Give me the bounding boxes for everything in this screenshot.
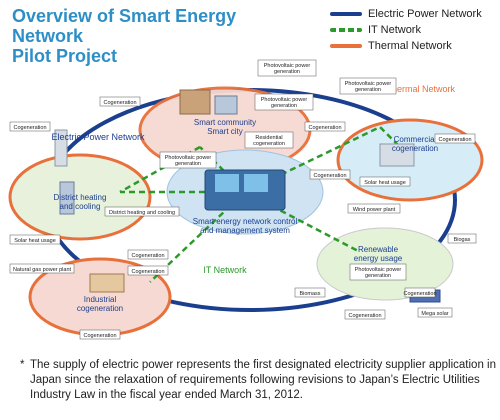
legend-item-it: IT Network [330, 22, 498, 38]
tag-pv-2-line2: generation [271, 103, 297, 109]
monitor-2 [244, 174, 268, 192]
tag-cogen-3: Cogeneration [308, 125, 341, 131]
district-heating-area [8, 153, 152, 241]
tag-cogen-10: Cogeneration [348, 313, 381, 319]
tag-cogen-9: Cogeneration [403, 291, 436, 297]
control-system-label-2: and management system [200, 226, 290, 235]
tag-mega-solar: Mega solar [421, 311, 448, 317]
building-district [59, 181, 75, 215]
it-swatch [330, 28, 362, 32]
legend: Electric Power Network IT Network Therma… [330, 6, 498, 54]
factory-industrial [89, 273, 125, 293]
smart-community-label-1: Smart community [194, 118, 256, 127]
legend-label-it: IT Network [368, 24, 421, 36]
building-smart-city-2 [214, 95, 238, 115]
tag-solar-heat-2: Solar heat usage [14, 238, 56, 244]
tag-pv-5-line2: generation [365, 273, 391, 279]
industrial-label-1: Industrial [84, 295, 117, 304]
footnote: * The supply of electric power represent… [20, 358, 496, 403]
footnote-star: * [20, 359, 25, 371]
tag-cogen-6: Cogeneration [131, 253, 164, 259]
title-line-2: Pilot Project [12, 46, 118, 66]
title-line-1: Overview of Smart Energy Network [12, 6, 237, 46]
tag-pv-1-line2: generation [274, 69, 300, 75]
tag-biomass: Biomass [299, 291, 320, 297]
thermal-network-label: Thermal Network [386, 84, 455, 94]
renewable-label-1: Renewable [358, 245, 399, 254]
tag-cogen-8: Cogeneration [83, 333, 116, 339]
tag-cogen-4: Cogeneration [438, 137, 471, 143]
tag-biogas: Biogas [454, 237, 471, 243]
tag-natural-gas: Natural gas power plant [13, 267, 72, 273]
network-diagram: Thermal Network Electric Power Network I… [8, 59, 484, 340]
tag-pv-3-line2: generation [175, 161, 201, 167]
building-smart-city [179, 89, 211, 115]
it-network-label: IT Network [203, 265, 247, 275]
control-system-label-1: Smart energy network control [193, 217, 298, 226]
tag-pv-5-line1: Photovoltaic power [355, 267, 402, 273]
district-heating-label-1: District heating [54, 193, 107, 202]
district-heating-label-2: and cooling [60, 202, 101, 211]
tag-pv-4-line2: generation [355, 87, 381, 93]
footnote-text: The supply of electric power represents … [30, 359, 496, 401]
tags: Photovoltaic power generation Photovolta… [9, 59, 477, 340]
tag-wind: Wind power plant [353, 207, 396, 213]
tag-residential-line1: Residential [255, 135, 282, 141]
building-commercial [379, 143, 415, 167]
tag-cogen-1: Cogeneration [103, 100, 136, 106]
tag-cogen-5: Cogeneration [313, 173, 346, 179]
electric-network-label: Electric Power Network [51, 132, 145, 142]
tag-pv-1-line1: Photovoltaic power [264, 63, 311, 69]
renewable-label-2: energy usage [354, 254, 403, 263]
thermal-swatch [330, 44, 362, 48]
tag-pv-4-line1: Photovoltaic power [345, 81, 392, 87]
electric-swatch [330, 12, 362, 16]
smart-community-label-2: Smart city [207, 127, 243, 136]
tag-cogen-2: Cogeneration [13, 125, 46, 131]
legend-item-thermal: Thermal Network [330, 38, 498, 54]
tag-pv-2-line1: Photovoltaic power [261, 97, 308, 103]
commercial-label-1: Commercial [394, 135, 437, 144]
industrial-label-2: cogeneration [77, 304, 123, 313]
tag-solar-heat-1: Solar heat usage [364, 180, 406, 186]
tower-district [54, 129, 68, 167]
tag-district: District heating and cooling [109, 210, 175, 216]
monitor-1 [215, 174, 239, 192]
page-title: Overview of Smart Energy Network Pilot P… [12, 6, 312, 66]
legend-label-thermal: Thermal Network [368, 40, 452, 52]
commercial-label-2: cogeneration [392, 144, 438, 153]
tag-residential-line2: cogeneration [253, 141, 285, 147]
legend-item-electric: Electric Power Network [330, 6, 498, 22]
legend-label-electric: Electric Power Network [368, 8, 482, 20]
tag-pv-3-line1: Photovoltaic power [165, 155, 212, 161]
tag-cogen-7: Cogeneration [131, 269, 164, 275]
